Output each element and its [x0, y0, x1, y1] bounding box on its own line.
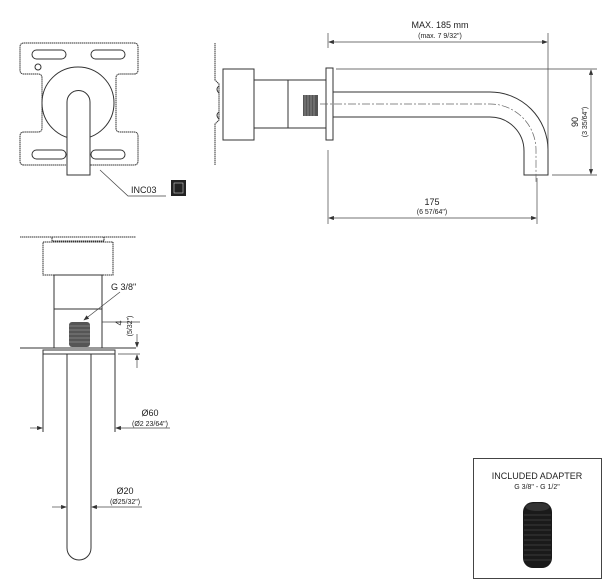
mounting-slot — [90, 49, 126, 60]
mounting-slot — [90, 149, 126, 160]
wall-plate — [214, 43, 220, 165]
handle — [66, 90, 91, 176]
handle-diameter-label: Ø20 — [116, 486, 133, 496]
valve-body — [222, 68, 255, 141]
section-view: G 3/8" 4 (5/32") Ø60 (Ø2 23/64") Ø20 (Ø2… — [20, 236, 170, 561]
handle-section — [66, 354, 92, 561]
projection-label: 175 — [424, 197, 439, 207]
thread-label: G 3/8" — [111, 282, 136, 292]
front-view: INC03 — [19, 42, 186, 197]
thread — [69, 322, 90, 347]
adapter-title: INCLUDED ADAPTER — [492, 471, 583, 481]
projection-inch-label: (6 57/64") — [417, 209, 448, 216]
leader-line — [99, 169, 166, 197]
spout — [333, 91, 549, 176]
included-adapter-box: INCLUDED ADAPTER G 3/8" - G 1/2" — [473, 458, 602, 579]
max-length-inch-label: (max. 7 9/32") — [418, 33, 462, 40]
flange-diameter-inch-label: (Ø2 23/64") — [132, 421, 168, 428]
max-length-label: MAX. 185 mm — [411, 20, 468, 30]
mounting-plate — [19, 42, 139, 166]
mounting-slot — [31, 49, 67, 60]
depth-label: 4 — [114, 320, 124, 325]
handle-diameter-inch-label: (Ø25/32") — [110, 499, 140, 506]
side-view: MAX. 185 mm (max. 7 9/32") 175 (6 57/64"… — [214, 20, 597, 224]
adapter-subtitle: G 3/8" - G 1/2" — [514, 484, 560, 491]
part-code-label: INC03 — [131, 185, 157, 195]
height-inch-label: (3 35/64") — [582, 107, 589, 138]
adapter-icon — [523, 502, 552, 568]
installation-box-icon — [171, 180, 186, 196]
mounting-slot — [31, 149, 67, 160]
flange-diameter-label: Ø60 — [141, 408, 158, 418]
depth-inch-label: (5/32") — [127, 316, 134, 337]
height-label: 90 — [570, 117, 580, 127]
